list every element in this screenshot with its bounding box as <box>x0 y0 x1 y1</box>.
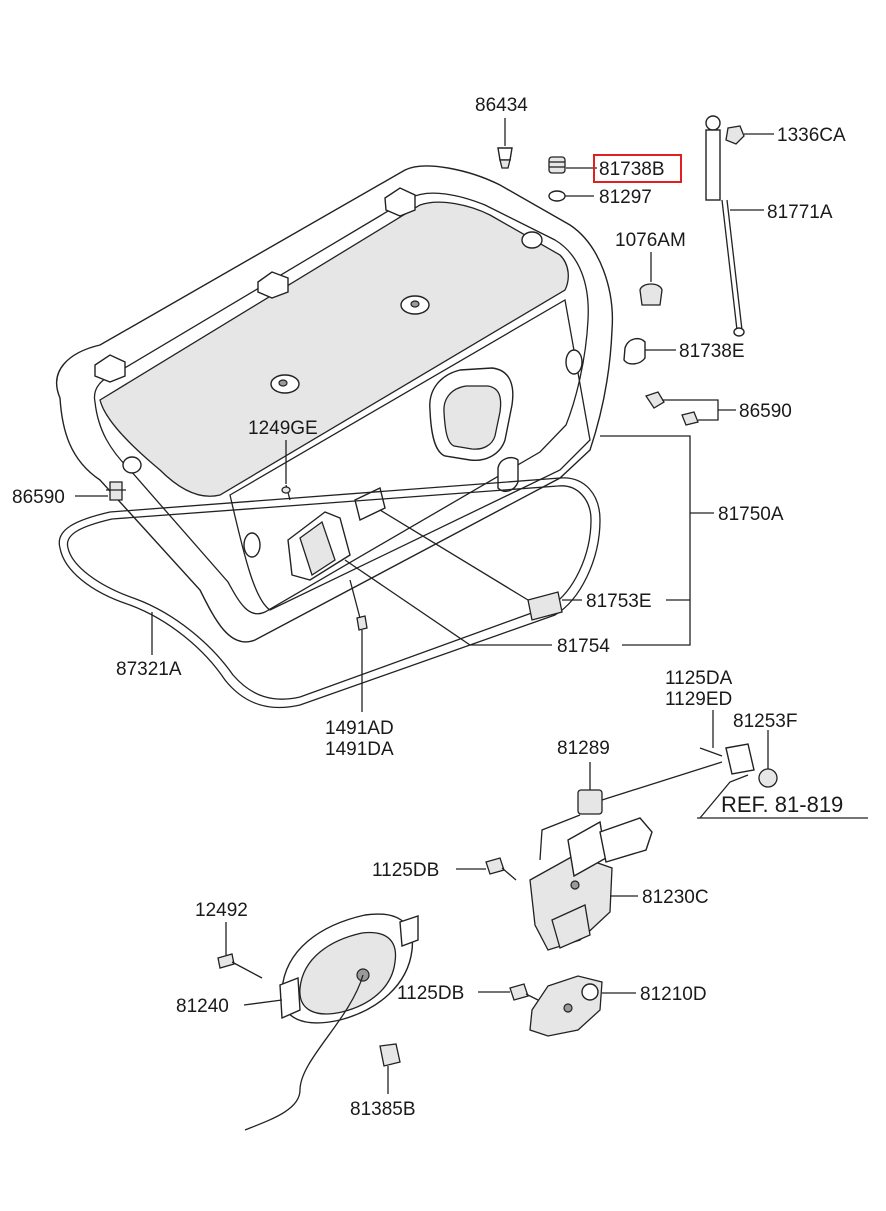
label-86590-right: 86590 <box>739 401 792 422</box>
nut-1336ca-icon <box>725 125 745 145</box>
weatherstrip-87321a <box>58 477 601 709</box>
screw-12492-icon <box>217 953 263 979</box>
label-86590-left: 86590 <box>12 487 65 508</box>
bolt-1125db-lower-icon <box>509 983 539 1001</box>
label-1125db-upper: 1125DB <box>372 860 439 881</box>
label-81771a: 81771A <box>767 202 833 223</box>
grommet-81385b-icon <box>379 1043 401 1067</box>
trunk-lid-panel <box>55 165 614 643</box>
handle-81240-icon <box>244 913 419 1131</box>
label-81210d: 81210D <box>640 984 707 1005</box>
clip-1491ad-icon <box>356 615 368 631</box>
label-12492: 12492 <box>195 900 248 921</box>
fastener-86590-left-icon <box>106 481 126 501</box>
gas-strut-81771a-icon <box>705 115 745 337</box>
label-81385b: 81385B <box>350 1099 416 1120</box>
label-1125da: 1125DA <box>665 668 733 689</box>
cover-81753e-icon <box>527 591 563 621</box>
label-81289: 81289 <box>557 738 610 759</box>
label-1129ed: 1129ED <box>665 689 732 710</box>
label-81253f: 81253F <box>733 711 797 732</box>
bolt-1125db-upper-icon <box>485 857 517 881</box>
bumper-81738e-icon <box>623 337 646 365</box>
label-81297: 81297 <box>599 187 652 208</box>
part-86434-icon <box>497 147 513 169</box>
actuator-81230c-icon <box>529 814 653 951</box>
label-1249ge: 1249GE <box>248 418 318 439</box>
label-1125db-lower: 1125DB <box>397 983 464 1004</box>
part-81297-icon <box>548 190 566 202</box>
highlight-box <box>593 154 682 183</box>
label-86434: 86434 <box>475 95 528 116</box>
label-1336ca: 1336CA <box>777 125 846 146</box>
label-81754: 81754 <box>557 636 610 657</box>
latch-81210d-icon <box>529 975 603 1037</box>
switch-81289-icon <box>577 789 603 815</box>
leader-lines <box>75 118 868 1094</box>
fastener-86590-right-icon <box>644 391 699 426</box>
label-81240: 81240 <box>176 996 229 1017</box>
label-81750a: 81750A <box>718 504 784 525</box>
label-1491ad: 1491AD <box>325 718 394 739</box>
label-81753e: 81753E <box>586 591 652 612</box>
part-1076am-icon <box>639 283 663 306</box>
label-81230c: 81230C <box>642 887 709 908</box>
screw-1249ge-icon <box>281 484 291 501</box>
part-labels: 86434 1336CA 81738B 81297 81771A 1076AM … <box>12 95 846 1120</box>
cylinder-81253f-icon <box>699 743 778 788</box>
part-81738b-icon <box>548 156 566 174</box>
label-87321a: 87321A <box>116 659 182 680</box>
label-81738b: 81738B <box>599 159 665 180</box>
reference-label: REF. 81-819 <box>721 792 843 817</box>
label-81738e: 81738E <box>679 341 745 362</box>
label-1076am: 1076AM <box>615 230 686 251</box>
label-1491da: 1491DA <box>325 739 394 760</box>
